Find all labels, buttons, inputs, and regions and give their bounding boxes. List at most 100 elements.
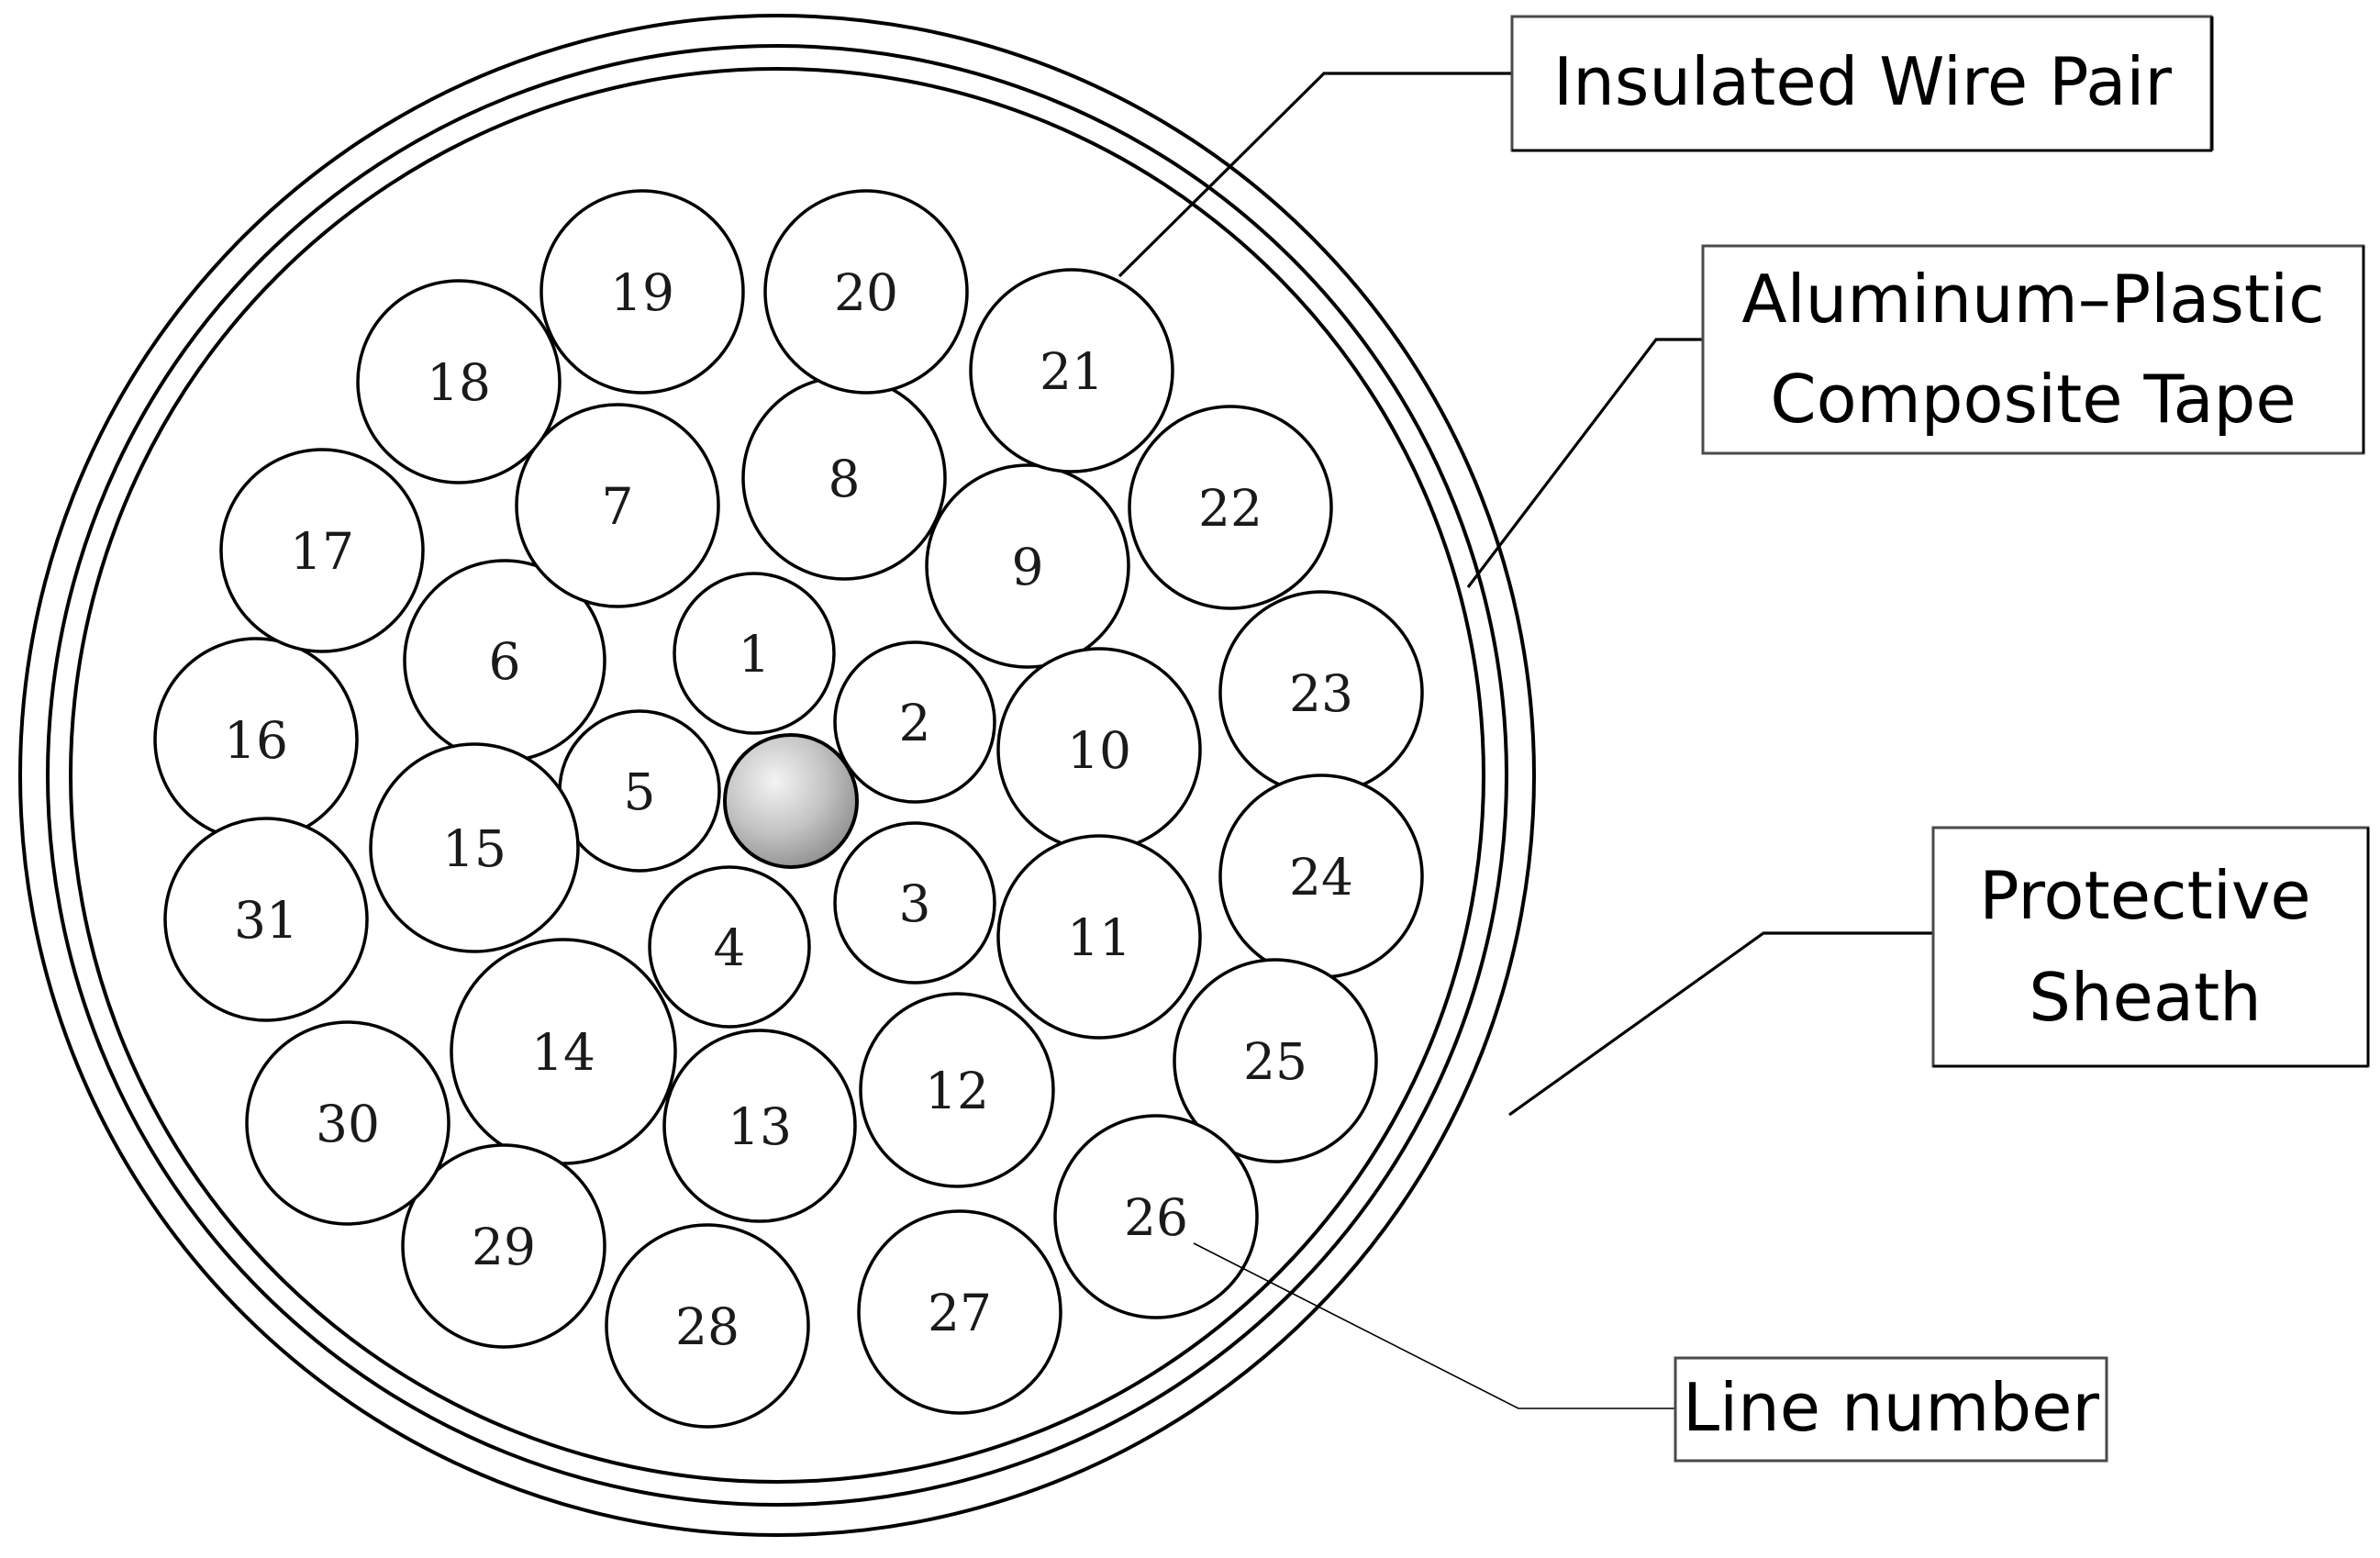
wire-pair-number: 18: [427, 353, 491, 412]
wire-pair-circle: [857, 1209, 1062, 1415]
protective-sheath-inner-ring: [46, 44, 1508, 1507]
wire-pair: 22: [1128, 405, 1333, 610]
wire-pair: 13: [662, 1029, 857, 1223]
wire-pair-circle: [859, 992, 1055, 1188]
central-core: [723, 733, 859, 869]
composite-tape-ring: [69, 67, 1485, 1484]
wire-pair-circle: [925, 463, 1130, 669]
wire-pair: 29: [401, 1143, 606, 1349]
wire-pair-number: 4: [714, 918, 746, 977]
wire-pair-number: 13: [728, 1097, 792, 1156]
wire-pair-number: 27: [928, 1284, 992, 1342]
wire-pair-circle: [369, 742, 580, 953]
wire-pair-circle: [673, 572, 836, 735]
wire-pair: 6: [403, 559, 606, 762]
wire-pair: 3: [833, 821, 996, 985]
line-number-leader-line: [1193, 1242, 1675, 1409]
wire-pair-number: 9: [1012, 538, 1044, 596]
wire-pair-number: 25: [1243, 1032, 1307, 1091]
protective-sheath-outer-ring: [18, 14, 1536, 1537]
wire-pair-number: 5: [624, 762, 656, 821]
callout-label-line-1: Protective: [1979, 857, 2310, 934]
wire-pair-circle: [833, 640, 996, 804]
wire-pair-number: 10: [1067, 721, 1131, 780]
callout-label-line-2: Composite Tape: [1770, 361, 2296, 438]
wire-pair-number: 17: [290, 522, 354, 581]
wire-pair-number: 3: [899, 874, 931, 933]
wire-pair-circle: [245, 1020, 450, 1226]
callout-line-number: Line number: [1674, 1356, 2108, 1463]
wire-pair-number: 2: [899, 694, 931, 752]
wire-pair: 16: [153, 637, 359, 842]
wire-pair: 17: [219, 448, 425, 653]
wire-pair-circle: [833, 821, 996, 985]
wire-pair-leader-line: [1118, 72, 1514, 278]
wire-pair-number: 22: [1198, 479, 1262, 538]
wire-pair-number: 26: [1124, 1188, 1188, 1247]
wire-pair: 20: [763, 189, 969, 395]
wire-pair: 4: [648, 865, 811, 1029]
wire-pair: 25: [1173, 958, 1378, 1163]
wire-pair: 19: [539, 189, 745, 395]
wire-pair-circle: [1173, 958, 1378, 1163]
wire-pair-circle: [163, 817, 369, 1022]
callout-composite-tape: Aluminum–Plastic Composite Tape: [1701, 244, 2365, 455]
wire-pair: 1: [673, 572, 836, 735]
wire-pair-number: 30: [316, 1095, 380, 1153]
wire-pair-circle: [219, 448, 425, 653]
wire-pair: 14: [450, 938, 677, 1165]
wire-pair: 10: [996, 647, 1202, 852]
wire-pair-number: 19: [610, 263, 674, 322]
wire-pair: 7: [515, 403, 720, 608]
wire-pair-circle: [356, 279, 562, 484]
wire-pair: 15: [369, 742, 580, 953]
wire-pair: 28: [605, 1223, 810, 1429]
wire-pair-circle: [996, 834, 1202, 1040]
wire-pair-number: 11: [1067, 908, 1131, 967]
wire-pair-circle: [662, 1029, 857, 1223]
wire-pair: 30: [245, 1020, 450, 1226]
wire-pair-number: 8: [829, 450, 861, 508]
wire-pair: 24: [1218, 773, 1424, 979]
wire-pair-circle: [401, 1143, 606, 1349]
wire-pair-number: 20: [834, 263, 898, 322]
wire-pair-circle: [648, 865, 811, 1029]
wire-pair: 2: [833, 640, 996, 804]
wire-pair: 12: [859, 992, 1055, 1188]
wire-pair-number: 29: [472, 1218, 536, 1276]
wire-pair-number: 15: [442, 819, 506, 878]
wire-pair-circle: [1053, 1114, 1259, 1319]
wire-pair-circle: [605, 1223, 810, 1429]
wire-pair-number: 28: [675, 1297, 740, 1356]
wire-pair: 27: [857, 1209, 1062, 1415]
wire-pair-number: 23: [1289, 664, 1353, 723]
callout-insulated-wire-pair: Insulated Wire Pair: [1510, 15, 2214, 152]
tape-leader-line: [1466, 338, 1702, 588]
wire-pair: 26: [1053, 1114, 1259, 1319]
wire-pair: 8: [741, 375, 947, 581]
wire-pair-number: 16: [224, 711, 288, 770]
wire-pair: 31: [163, 817, 369, 1022]
wire-pair-circle: [539, 189, 745, 395]
wire-pair-number: 24: [1289, 848, 1353, 907]
wire-pair: 18: [356, 279, 562, 484]
callout-label: Insulated Wire Pair: [1553, 43, 2172, 120]
wire-pair-number: 6: [489, 632, 521, 691]
wire-pair-number: 12: [925, 1062, 989, 1120]
callout-label-line-1: Aluminum–Plastic: [1741, 261, 2324, 338]
wire-pair: 5: [558, 709, 721, 873]
wire-pair-circle: [515, 403, 720, 608]
wire-pair-number: 31: [234, 891, 298, 950]
wire-pair: 21: [969, 268, 1174, 473]
callout-label: Line number: [1683, 1369, 2099, 1446]
sheath-leader-line: [1508, 931, 1933, 1117]
wire-pair-number: 14: [531, 1023, 595, 1082]
wire-pair-number: 1: [739, 625, 771, 684]
wire-pair-circle: [969, 268, 1174, 473]
wire-pair: 23: [1218, 590, 1424, 796]
wire-pair-number: 21: [1040, 342, 1104, 401]
wire-pair-circle: [1128, 405, 1333, 610]
wire-pair: 9: [925, 463, 1130, 669]
